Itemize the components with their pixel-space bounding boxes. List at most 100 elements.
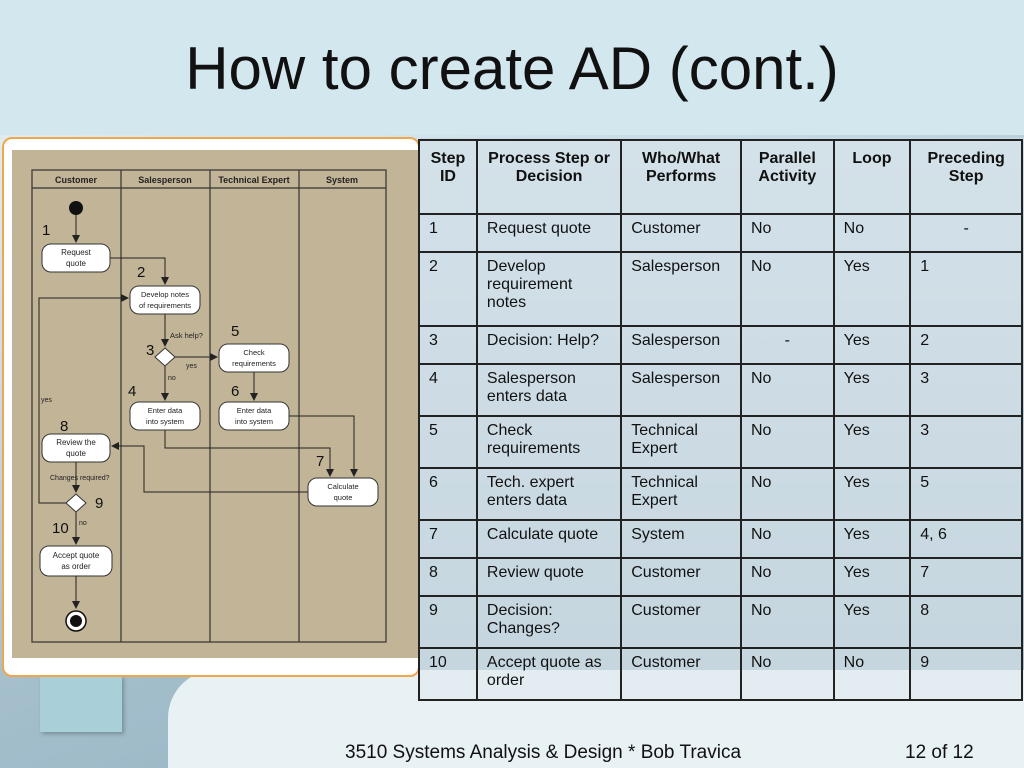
final-node [70, 615, 82, 627]
activity-diagram: Customer Salesperson Technical Expert Sy… [12, 150, 418, 658]
table-cell: Yes [832, 251, 912, 327]
lane-header-customer: Customer [55, 175, 98, 185]
table-cell: 6 [418, 467, 478, 521]
step-number-3: 3 [146, 342, 154, 359]
header-process-step: Process Step or Decision [475, 139, 623, 215]
table-cell: Yes [832, 325, 912, 365]
step-number-8: 8 [60, 418, 68, 435]
table-cell: Technical Expert [620, 467, 742, 521]
action-calculate-quote-line2: quote [334, 493, 353, 502]
table-cell: 9 [418, 595, 478, 649]
table-cell: No [739, 415, 835, 469]
header-step-id: Step ID [418, 139, 478, 215]
table-cell: No [739, 467, 835, 521]
action-review-quote-line2: quote [66, 449, 87, 458]
table-cell: Accept quote as order [475, 647, 623, 701]
table-cell: Check requirements [475, 415, 623, 469]
table-cell: 5 [418, 415, 478, 469]
label-ask-help: Ask help? [170, 331, 203, 340]
action-review-quote-line1: Review the [56, 438, 96, 447]
table-cell: 5 [909, 467, 1023, 521]
action-request-quote-line1: Request [61, 248, 92, 257]
table-cell: Yes [832, 557, 912, 597]
step-number-6: 6 [231, 383, 239, 400]
table-cell: 3 [909, 363, 1023, 417]
table-cell: 8 [418, 557, 478, 597]
flow-changes-yes-loop [38, 294, 129, 504]
action-enter-data-sales-line2: into system [146, 417, 184, 426]
table-cell: Request quote [475, 213, 623, 253]
table-header-row: Step ID Process Step or Decision Who/Wha… [418, 139, 1023, 215]
table-cell: Customer [620, 595, 742, 649]
header-parallel: Parallel Activity [739, 139, 835, 215]
table-cell: Yes [832, 467, 912, 521]
table-cell: Salesperson enters data [475, 363, 623, 417]
table-cell: No [739, 519, 835, 559]
action-develop-notes-line2: of requirements [139, 301, 191, 310]
table-cell: 7 [909, 557, 1023, 597]
header-who-what: Who/What Performs [620, 139, 742, 215]
table-cell: Yes [832, 363, 912, 417]
diagram-background [12, 150, 418, 658]
action-calculate-quote-line1: Calculate [327, 482, 358, 491]
flow-calculate-to-review [111, 442, 308, 493]
action-enter-data-sales-line1: Enter data [148, 406, 183, 415]
table-cell: System [620, 519, 742, 559]
table-cell: 1 [909, 251, 1023, 327]
table-cell: Customer [620, 213, 742, 253]
step-number-10: 10 [52, 520, 69, 537]
table-cell: No [739, 363, 835, 417]
table-cell: No [739, 647, 835, 701]
action-accept-quote-line2: as order [61, 562, 91, 571]
action-check-requirements-line2: requirements [232, 359, 276, 368]
table-cell: Customer [620, 647, 742, 701]
action-develop-notes-line1: Develop notes [141, 290, 189, 299]
label-help-yes: yes [186, 363, 197, 370]
swimlane-frame [31, 169, 387, 643]
table-cell: Salesperson [620, 251, 742, 327]
action-enter-data-tech-line2: into system [235, 417, 273, 426]
table-cell: No [832, 647, 912, 701]
step-number-1: 1 [42, 222, 50, 239]
lane-header-technical-expert: Technical Expert [218, 175, 289, 185]
lane-header-system: System [326, 175, 358, 185]
action-check-requirements-line1: Check [243, 348, 265, 357]
table-cell: 8 [909, 595, 1023, 649]
table-cell: Develop requirement notes [475, 251, 623, 327]
step-number-9: 9 [95, 495, 103, 512]
table-cell: - [739, 325, 835, 365]
table-cell: 2 [418, 251, 478, 327]
footer-text: 3510 Systems Analysis & Design * Bob Tra… [345, 742, 742, 763]
label-loop-yes: yes [41, 397, 52, 404]
table-cell: Review quote [475, 557, 623, 597]
flow-request-to-develop [110, 257, 169, 285]
table-cell: 1 [418, 213, 478, 253]
table-cell: 7 [418, 519, 478, 559]
table-cell: 9 [909, 647, 1023, 701]
action-accept-quote-line1: Accept quote [53, 551, 100, 560]
table-cell: Salesperson [620, 363, 742, 417]
table-cell: Tech. expert enters data [475, 467, 623, 521]
decorative-square [40, 676, 122, 732]
table-cell: - [909, 213, 1023, 253]
header-loop: Loop [832, 139, 912, 215]
step-number-5: 5 [231, 323, 239, 340]
page-number: 12 of 12 [905, 742, 974, 763]
label-changes-required: Changes required? [50, 475, 110, 482]
flow-enter-tech-to-calculate [289, 415, 358, 477]
step-number-4: 4 [128, 383, 136, 400]
table-cell: Yes [832, 519, 912, 559]
step-number-2: 2 [137, 264, 145, 281]
table-cell: Decision: Changes? [475, 595, 623, 649]
table-cell: 4, 6 [909, 519, 1023, 559]
table-cell: No [739, 251, 835, 327]
header-preceding: Preceding Step [909, 139, 1023, 215]
flow-enter-sales-to-calculate [164, 430, 334, 477]
label-help-no: no [168, 375, 176, 382]
